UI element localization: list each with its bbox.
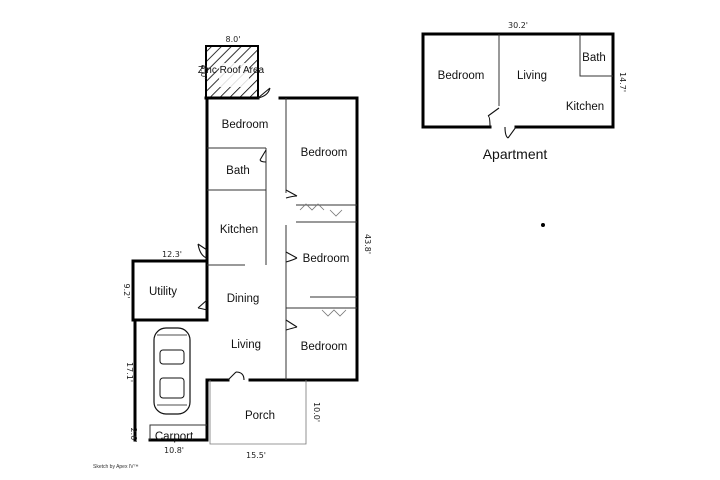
- room-label-bedroom-4: Bedroom: [301, 341, 348, 353]
- room-label-living: Living: [231, 339, 261, 351]
- apt-room-label-kitchen: Kitchen: [566, 101, 604, 113]
- room-label-bedroom-3: Bedroom: [303, 253, 350, 265]
- dim-utility-depth: 9.2': [122, 284, 131, 299]
- closet-doors-lower: [321, 309, 347, 317]
- room-label-bath: Bath: [226, 165, 250, 177]
- room-label-bedroom-2: Bedroom: [301, 147, 348, 159]
- porch-outline: [209, 380, 307, 445]
- apartment-floor-plan: Bedroom Living Bath Kitchen 30.2' 14.7' …: [421, 21, 627, 162]
- apt-dim-depth: 14.7': [618, 72, 627, 92]
- apt-dim-width: 30.2': [508, 21, 528, 30]
- main-floor-plan: Zinc Roof Area: [122, 35, 372, 460]
- room-label-bedroom-1: Bedroom: [222, 119, 269, 131]
- apt-room-label-living: Living: [517, 70, 547, 82]
- dim-house-depth: 43.8': [363, 234, 372, 254]
- stray-dot: [541, 223, 545, 227]
- apartment-doors: [487, 107, 517, 139]
- dim-utility-width: 12.3': [162, 250, 182, 259]
- dim-carport-step: 2.6': [129, 428, 138, 443]
- room-label-utility: Utility: [149, 286, 177, 298]
- sketch-credit: Sketch by Apex IV™: [93, 464, 139, 470]
- dim-zinc-depth: 8.0': [199, 65, 208, 80]
- dim-zinc-width: 8.0': [226, 35, 241, 44]
- zinc-roof-label: Zinc Roof Area: [198, 65, 265, 76]
- room-label-porch: Porch: [245, 410, 275, 422]
- dim-porch-width: 15.5': [246, 451, 266, 460]
- apartment-outline: [421, 32, 615, 129]
- carport-inner-wall: [149, 424, 207, 440]
- dim-porch-depth: 10.0': [312, 402, 321, 422]
- dim-carport-width: 10.8': [164, 446, 184, 455]
- room-label-carport: Carport: [155, 431, 194, 443]
- door-swings: [197, 87, 298, 381]
- apt-room-label-bath: Bath: [582, 52, 606, 64]
- room-label-kitchen: Kitchen: [220, 224, 258, 236]
- house-outline: [133, 96, 359, 442]
- utility-walls: [131, 259, 209, 322]
- closet-doors-upper: [299, 203, 343, 217]
- room-label-dining: Dining: [227, 293, 260, 305]
- apartment-title: Apartment: [483, 146, 548, 162]
- apartment-bath-walls: [579, 34, 613, 77]
- apt-room-label-bedroom: Bedroom: [438, 70, 485, 82]
- dim-carport-depth: 17.1': [125, 362, 134, 382]
- car-icon: [153, 327, 191, 415]
- zinc-label-backdrop: [219, 63, 249, 87]
- interior-walls: [207, 98, 357, 380]
